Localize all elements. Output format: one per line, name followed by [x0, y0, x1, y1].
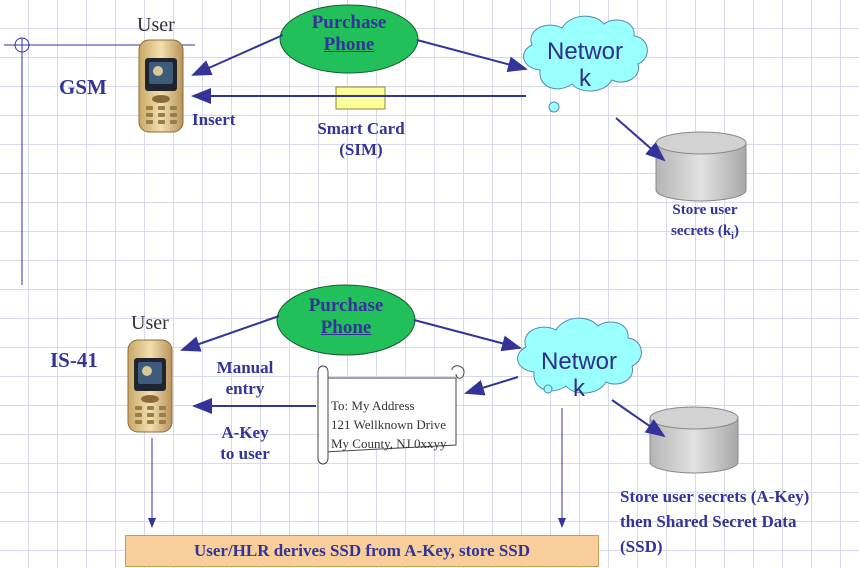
is41-database-cylinder — [649, 406, 739, 474]
is41-store-secrets-label: Store user secrets (A-Key) then Shared S… — [620, 487, 810, 556]
gsm-sim-card-icon — [335, 86, 386, 110]
gsm-system-label: GSM — [59, 75, 107, 99]
gsm-arrow-purchase-to-user — [191, 34, 284, 76]
is41-akey-to-user-label: A-Key to user — [220, 423, 270, 463]
is41-letter-scroll — [317, 365, 465, 465]
is41-network-label: Networ k — [540, 348, 618, 402]
is41-cloud-bubble — [543, 384, 553, 394]
gsm-insert-label: Insert — [192, 110, 236, 129]
is41-network-cloud — [517, 317, 642, 394]
gsm-store-secrets-label: Store user secrets (ki) — [671, 202, 739, 242]
is41-arrow-network-to-letter — [464, 376, 519, 396]
is41-ssd-derivation-box: User/HLR derives SSD from A-Key, store S… — [125, 535, 599, 567]
is41-manual-entry-label: Manual entry — [216, 358, 274, 398]
gsm-arrow-purchase-to-network — [416, 39, 528, 73]
gsm-network-cloud — [523, 15, 648, 92]
is41-purchase-phone-label: Purchase Phone — [308, 295, 384, 338]
is41-arrow-network-to-db — [611, 399, 666, 438]
is41-ssd-derivation-text: User/HLR derives SSD from A-Key, store S… — [193, 541, 531, 560]
is41-arrow-purchase-to-network — [413, 319, 522, 352]
gsm-user-label: User — [137, 14, 175, 36]
gsm-purchase-phone-ellipse — [279, 4, 419, 74]
gsm-cloud-bubble — [548, 101, 560, 113]
gsm-purchase-phone-label: Purchase Phone — [311, 12, 387, 55]
gsm-smart-card-label: Smart Card (SIM) — [317, 119, 405, 159]
is41-address-text: To: My Address 121 Wellknown Drive My Co… — [331, 398, 447, 451]
gsm-network-label: Networ k — [546, 38, 624, 92]
is41-phone-icon — [127, 339, 173, 433]
is41-user-label: User — [131, 312, 169, 334]
gsm-arrow-network-to-db — [615, 117, 666, 162]
gsm-database-cylinder — [655, 131, 747, 202]
gsm-phone-icon — [138, 39, 184, 133]
is41-system-label: IS-41 — [50, 348, 98, 372]
is41-arrow-purchase-to-user — [180, 315, 280, 352]
